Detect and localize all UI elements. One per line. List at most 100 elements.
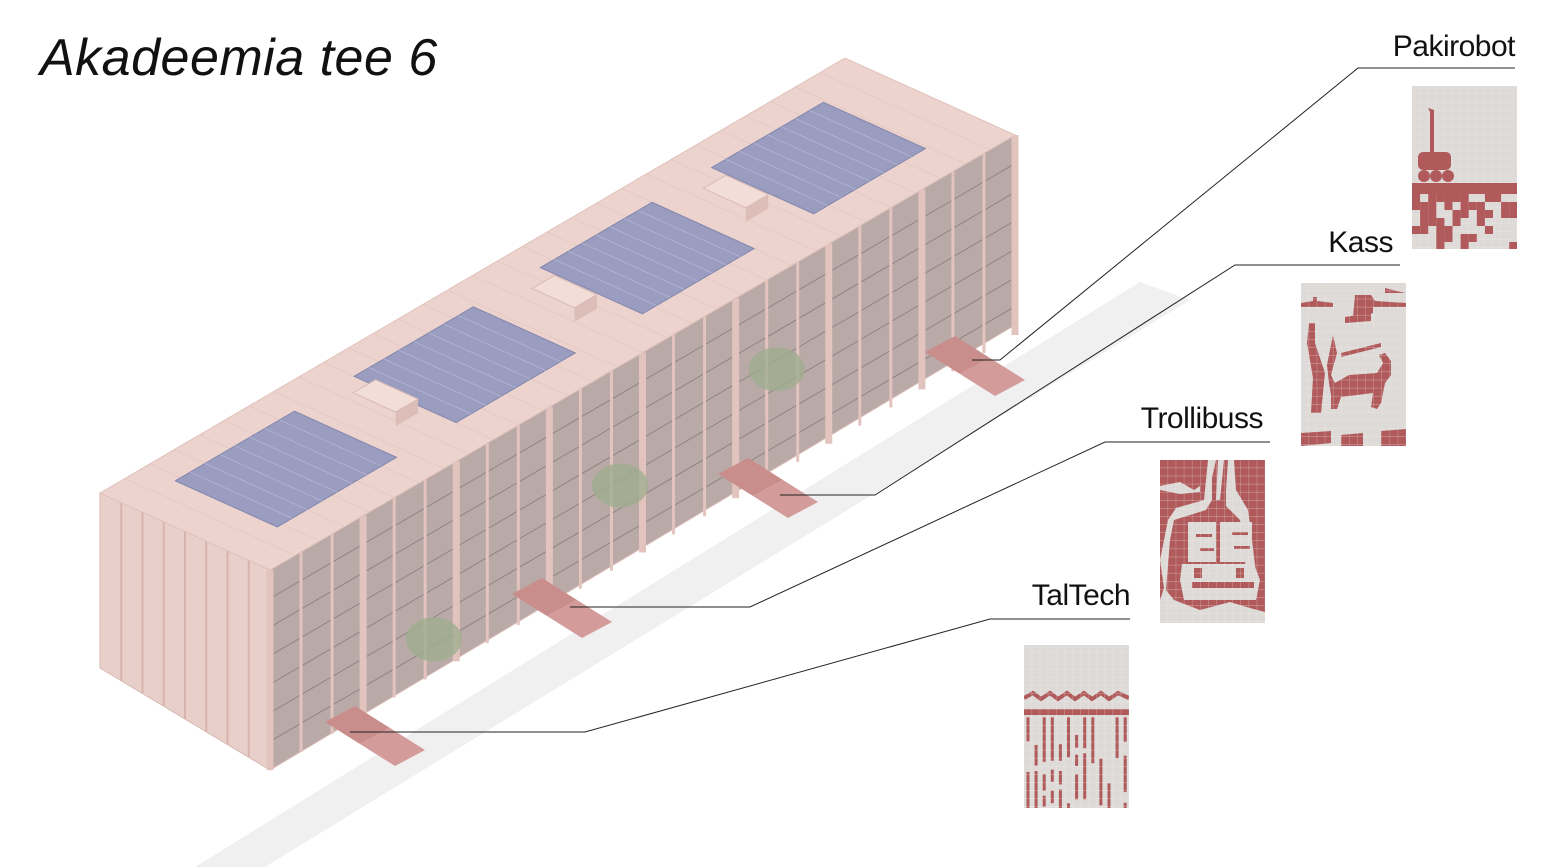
solar-panel-row — [204, 462, 308, 510]
robot-noise-cell — [1509, 210, 1517, 218]
robot-noise-cell — [1444, 202, 1453, 210]
roof-joint — [472, 275, 643, 353]
leader-line — [972, 67, 1515, 361]
rooftop-unit-side — [574, 294, 597, 322]
robot-noise-cell — [1428, 210, 1437, 218]
solar-panel-row — [413, 341, 516, 389]
robot-noise-cell — [1484, 194, 1493, 202]
solar-panel-row — [398, 349, 501, 397]
callout-label-taltech: TalTech — [1031, 579, 1131, 612]
solar-panel-row — [623, 218, 727, 266]
pattern-trollibuss — [1160, 460, 1265, 623]
solar-panel-row — [383, 358, 487, 406]
rooftop-unit-side — [395, 399, 419, 427]
solar-panel-row — [249, 436, 352, 484]
robot-noise-cell — [1484, 226, 1493, 234]
solar-panel-row — [795, 118, 898, 166]
roof-joint — [447, 289, 618, 368]
entrance-pattern-tile — [512, 578, 577, 616]
entrance-solid-tile — [753, 480, 818, 518]
robot-noise-cell — [1436, 226, 1445, 234]
robot-noise-cell — [1460, 242, 1469, 249]
callout-label-trollibuss: Trollibuss — [1140, 402, 1264, 435]
robot-noise-cell — [1436, 218, 1445, 226]
building — [98, 57, 1019, 771]
entrance-solid-tile — [547, 600, 612, 638]
solar-panel-row — [610, 226, 713, 274]
robot-noise-cell — [1444, 194, 1453, 202]
tree — [592, 463, 649, 508]
solar-panel-row — [428, 332, 531, 380]
robot-noise-cell — [1476, 218, 1485, 226]
solar-panel-row — [568, 250, 671, 298]
robot-noise-cell — [1428, 194, 1437, 202]
leader-line — [570, 441, 1270, 608]
robot-noise-cell — [1412, 194, 1421, 202]
robot-noise-cell — [1460, 234, 1469, 242]
robot-noise-cell — [1460, 210, 1469, 218]
pattern-kass — [1301, 283, 1406, 446]
tree — [748, 347, 805, 392]
callout-label-kass: Kass — [1328, 226, 1393, 259]
solar-panel-row — [443, 323, 546, 371]
solar-panel-row — [596, 234, 699, 282]
pattern-taltech — [1024, 645, 1129, 808]
roof-joint — [795, 86, 966, 165]
robot-noise-cell — [1452, 218, 1461, 226]
solar-panel-row — [554, 259, 657, 307]
leader-line — [780, 264, 1400, 496]
callout-label-pakirobot: Pakirobot — [1392, 30, 1516, 63]
robot-noise-cell — [1420, 210, 1429, 218]
solar-panel-row — [368, 367, 472, 415]
pattern-pakirobot — [1412, 86, 1517, 249]
solar-panel-row — [767, 134, 870, 182]
robot-noise-cell — [1436, 234, 1445, 242]
robot-noise-cell — [1428, 218, 1437, 226]
robot-noise-cell — [1412, 202, 1421, 210]
solar-panel-row — [234, 445, 338, 493]
robot-noise-cell — [1509, 202, 1517, 210]
robot-noise-cell — [1501, 202, 1510, 210]
robot-noise-cell — [1452, 210, 1461, 218]
robot-noise-cell — [1444, 234, 1453, 242]
robot-noise-cell — [1493, 194, 1502, 202]
robot-noise-cell — [1476, 210, 1485, 218]
roof-joint — [820, 72, 991, 150]
solar-panel-row — [219, 454, 323, 502]
solar-panel-row — [739, 150, 842, 198]
robot-noise-cell — [1428, 202, 1437, 210]
robot-noise-cell — [1436, 242, 1445, 249]
robot-noise-cell — [1484, 210, 1493, 218]
robot-noise-cell — [1444, 226, 1453, 234]
entrance-pavings — [325, 336, 1025, 766]
entrance-solid-tile — [360, 728, 425, 766]
roof-joint — [298, 376, 469, 455]
solar-panel-row — [264, 428, 367, 476]
robot-noise-cell — [1476, 202, 1485, 210]
robot-noise-cell — [1501, 210, 1510, 218]
robot-noise-cell — [1436, 194, 1445, 202]
leader-line — [350, 618, 1130, 733]
entrance-pattern-tile — [718, 458, 783, 496]
solar-panel-row — [809, 110, 912, 158]
ground-path-band — [195, 282, 1190, 867]
robot-noise-cell — [1460, 194, 1469, 202]
solar-panel-row — [190, 471, 293, 519]
solar-panel-row — [753, 142, 856, 190]
leader-lines — [350, 67, 1515, 733]
robot-noise-cell — [1460, 202, 1469, 210]
robot-noise-cell — [1509, 242, 1517, 249]
robot-noise-cell — [1468, 202, 1477, 210]
robot-noise-cell — [1452, 194, 1461, 202]
solar-panel-row — [637, 210, 741, 258]
solar-panel-row — [781, 126, 884, 174]
rooftop-unit-side — [745, 194, 769, 222]
entrance-solid-tile — [960, 358, 1025, 396]
solar-panel-row — [725, 159, 828, 206]
roof-joint — [124, 478, 295, 556]
ground-path — [195, 282, 1190, 867]
solar-panel-row — [458, 315, 561, 363]
entrance-pattern-tile — [325, 706, 390, 744]
